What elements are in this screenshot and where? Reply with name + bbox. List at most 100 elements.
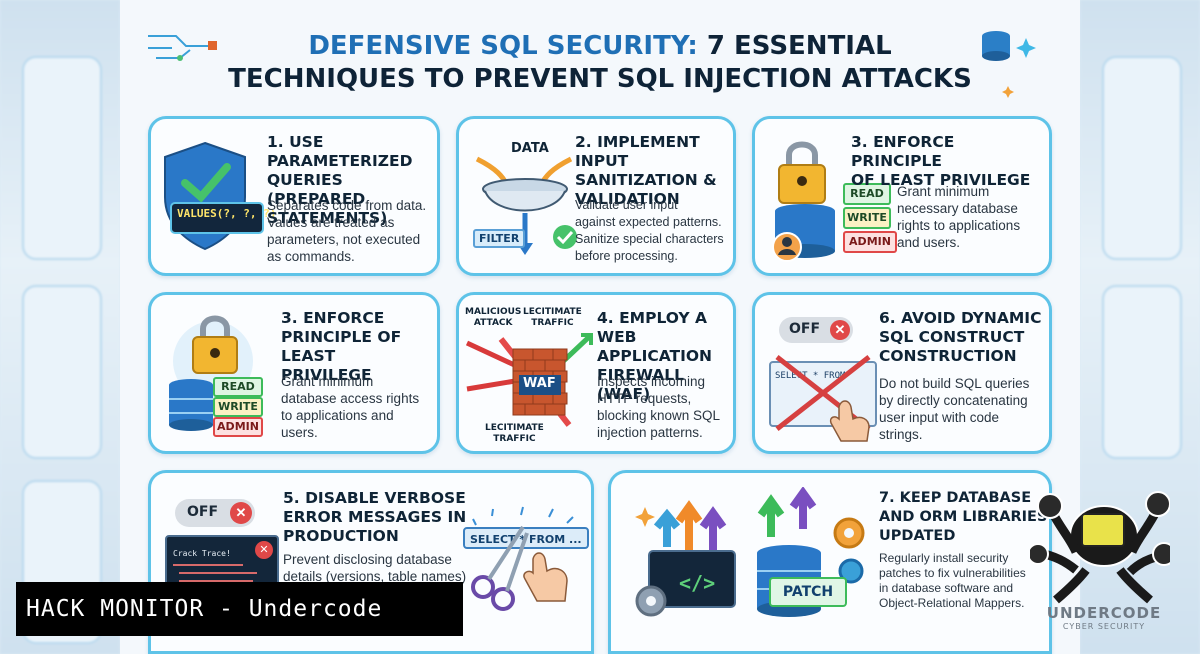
card-body-line: details (versions, table names) (283, 569, 467, 584)
card-body-line: Grant minimum (897, 184, 990, 199)
card-heading-line: VALIDATION (575, 190, 680, 208)
ghost-card (1102, 56, 1182, 260)
card-parameterized-queries: VALUES(?, ?, ?) 1. USE PARAMETERIZED QUE… (148, 116, 440, 276)
card-heading-line: QUERIES (PREPARED (267, 171, 366, 208)
card-body-line: Prevent disclosing database (283, 552, 452, 567)
logo-tagline: CYBER SECURITY (1062, 622, 1146, 631)
logo-name: UNDERCODE (1046, 604, 1162, 622)
card-keep-updated: </> PATCH 7. KEEP DATABASE AND ORM LIBRA… (608, 470, 1052, 654)
off-toggle: OFF ✕ (175, 499, 255, 527)
card-body-line: as commands. (267, 249, 355, 264)
card-body-line: Values are treated as (267, 215, 395, 230)
tag-read: READ (843, 183, 891, 205)
card-body-line: blocking known SQL (597, 408, 721, 423)
card-body-line: Sanitize special characters (575, 232, 724, 246)
card-heading-line: SQL CONSTRUCT (879, 328, 1025, 346)
card-body-line: parameters, not executed (267, 232, 421, 247)
card-body-line: Inspects incoming (597, 374, 706, 389)
close-icon: ✕ (230, 502, 252, 524)
title-blue: DEFENSIVE SQL SECURITY: (308, 31, 698, 61)
card-input-sanitization: DATA FILTER 2. IMPLEMENT INPUT SANITIZAT… (456, 116, 736, 276)
page-title: DEFENSIVE SQL SECURITY: 7 ESSENTIAL TECH… (120, 30, 1080, 96)
legit-top-label: LECITIMATE (523, 307, 582, 317)
card-body-line: necessary database (897, 201, 1018, 216)
error-icon: ✕ (255, 541, 273, 559)
card-heading-line: FIREWALL (WAF) (597, 366, 685, 403)
waf-label: WAF (523, 376, 556, 391)
card-heading-line: 1. USE PARAMETERIZED (267, 133, 413, 170)
card-heading-line: STATEMENTS) (267, 209, 388, 227)
legit-bottom-label: LECITIMATE (485, 423, 544, 433)
card-body-line: patches to fix vulnerabilities (879, 566, 1026, 580)
card-body-line: Object-Relational Mappers. (879, 596, 1025, 610)
tag-write: WRITE (213, 397, 263, 417)
card-heading-line: OF LEAST PRIVILEGE (851, 171, 1031, 189)
funnel-filter-icon (475, 156, 577, 255)
tag-write: WRITE (843, 207, 891, 229)
card-body-line: and users. (897, 235, 961, 250)
watermark-label: HACK MONITOR - Undercode (16, 582, 463, 636)
card-body-line: Grant minimum (281, 374, 374, 389)
card-heading-line: 7. KEEP DATABASE (879, 490, 1032, 506)
legit-top-label: TRAFFIC (531, 318, 574, 328)
card-body-line: Validate user input (575, 198, 678, 212)
off-toggle-label: OFF (789, 321, 821, 337)
card-body-line: to applications and (281, 408, 394, 423)
card-body-line: user input with code (879, 410, 1000, 425)
card-body-line: HTTP requests, (597, 391, 692, 406)
update-arrows-database-icon (635, 487, 865, 617)
undercode-octopus-logo (1030, 491, 1170, 604)
card-body-line: Regularly install security (879, 551, 1009, 565)
card-heading-line: PRIVILEGE (281, 366, 372, 384)
card-body-line: injection patterns. (597, 425, 703, 440)
scissors-hand-icon (471, 506, 574, 611)
card-heading-line: UPDATED (879, 528, 956, 544)
tag-read: READ (213, 377, 263, 397)
card-least-privilege: READ WRITE ADMIN 3. ENFORCE PRINCIPLE OF… (752, 116, 1052, 276)
legit-bottom-label: TRAFFIC (493, 434, 536, 444)
off-toggle: OFF ✕ (779, 317, 853, 343)
left-background-blur (0, 0, 120, 654)
cross-pointer-icon (775, 355, 871, 442)
firewall-brick-icon (465, 333, 593, 427)
infographic-poster: DEFENSIVE SQL SECURITY: 7 ESSENTIAL TECH… (120, 0, 1080, 654)
ghost-card (22, 56, 102, 260)
card-heading-line: CONSTRUCTION (879, 347, 1017, 365)
select-snippet: SELECT * FROM (775, 371, 846, 381)
database-sparkle-icon (982, 31, 1036, 98)
shield-code-icon (164, 141, 264, 251)
card-body-line: Do not build SQL queries (879, 376, 1030, 391)
malicious-label: ATTACK (473, 318, 513, 328)
card-body-line: database access rights (281, 391, 420, 406)
title-line-2: TECHNIQUES TO PREVENT SQL INJECTION ATTA… (228, 64, 972, 94)
card-heading-line: 3. ENFORCE (281, 309, 385, 327)
card-heading-line: 6. AVOID DYNAMIC (879, 309, 1042, 327)
card-body-line: before processing. (575, 249, 678, 263)
card-heading-line: 3. ENFORCE PRINCIPLE (851, 133, 955, 170)
card-heading-line: PRINCIPLE OF LEAST (281, 328, 402, 365)
code-glyph: </> (679, 571, 716, 595)
card-body-line: by directly concatenating (879, 393, 1028, 408)
data-label: DATA (511, 141, 549, 156)
filter-tag: FILTER (473, 229, 526, 248)
card-body-line: Separates code from data. (267, 198, 427, 213)
card-avoid-dynamic-sql: OFF ✕ SELECT * FROM 6. AVOID DYNAMIC SQL… (752, 292, 1052, 454)
malicious-label: MALICIOUS (465, 307, 522, 317)
card-heading-line: SANITIZATION & (575, 171, 717, 189)
card-body-line: users. (281, 425, 318, 440)
card-body-line: against expected patterns. (575, 215, 722, 229)
card-heading-line: AND ORM LIBRARIES (879, 509, 1048, 525)
close-icon: ✕ (830, 320, 850, 340)
card-heading-line: 4. EMPLOY A WEB (597, 309, 708, 346)
tag-admin: ADMIN (213, 417, 263, 437)
card-heading-line: PRODUCTION (283, 527, 399, 545)
card-body-line: in database software and (879, 581, 1014, 595)
card-heading-line: 5. DISABLE VERBOSE (283, 489, 466, 507)
off-toggle-label: OFF (187, 504, 219, 520)
card-heading-line: ERROR MESSAGES IN (283, 508, 467, 526)
card-waf: MALICIOUS ATTACK LECITIMATE TRAFFIC WAF (456, 292, 736, 454)
card-heading-line: 2. IMPLEMENT INPUT (575, 133, 700, 170)
title-dark: 7 ESSENTIAL (706, 31, 892, 61)
circuit-icon (148, 35, 217, 61)
lock-database-icon (772, 141, 835, 262)
